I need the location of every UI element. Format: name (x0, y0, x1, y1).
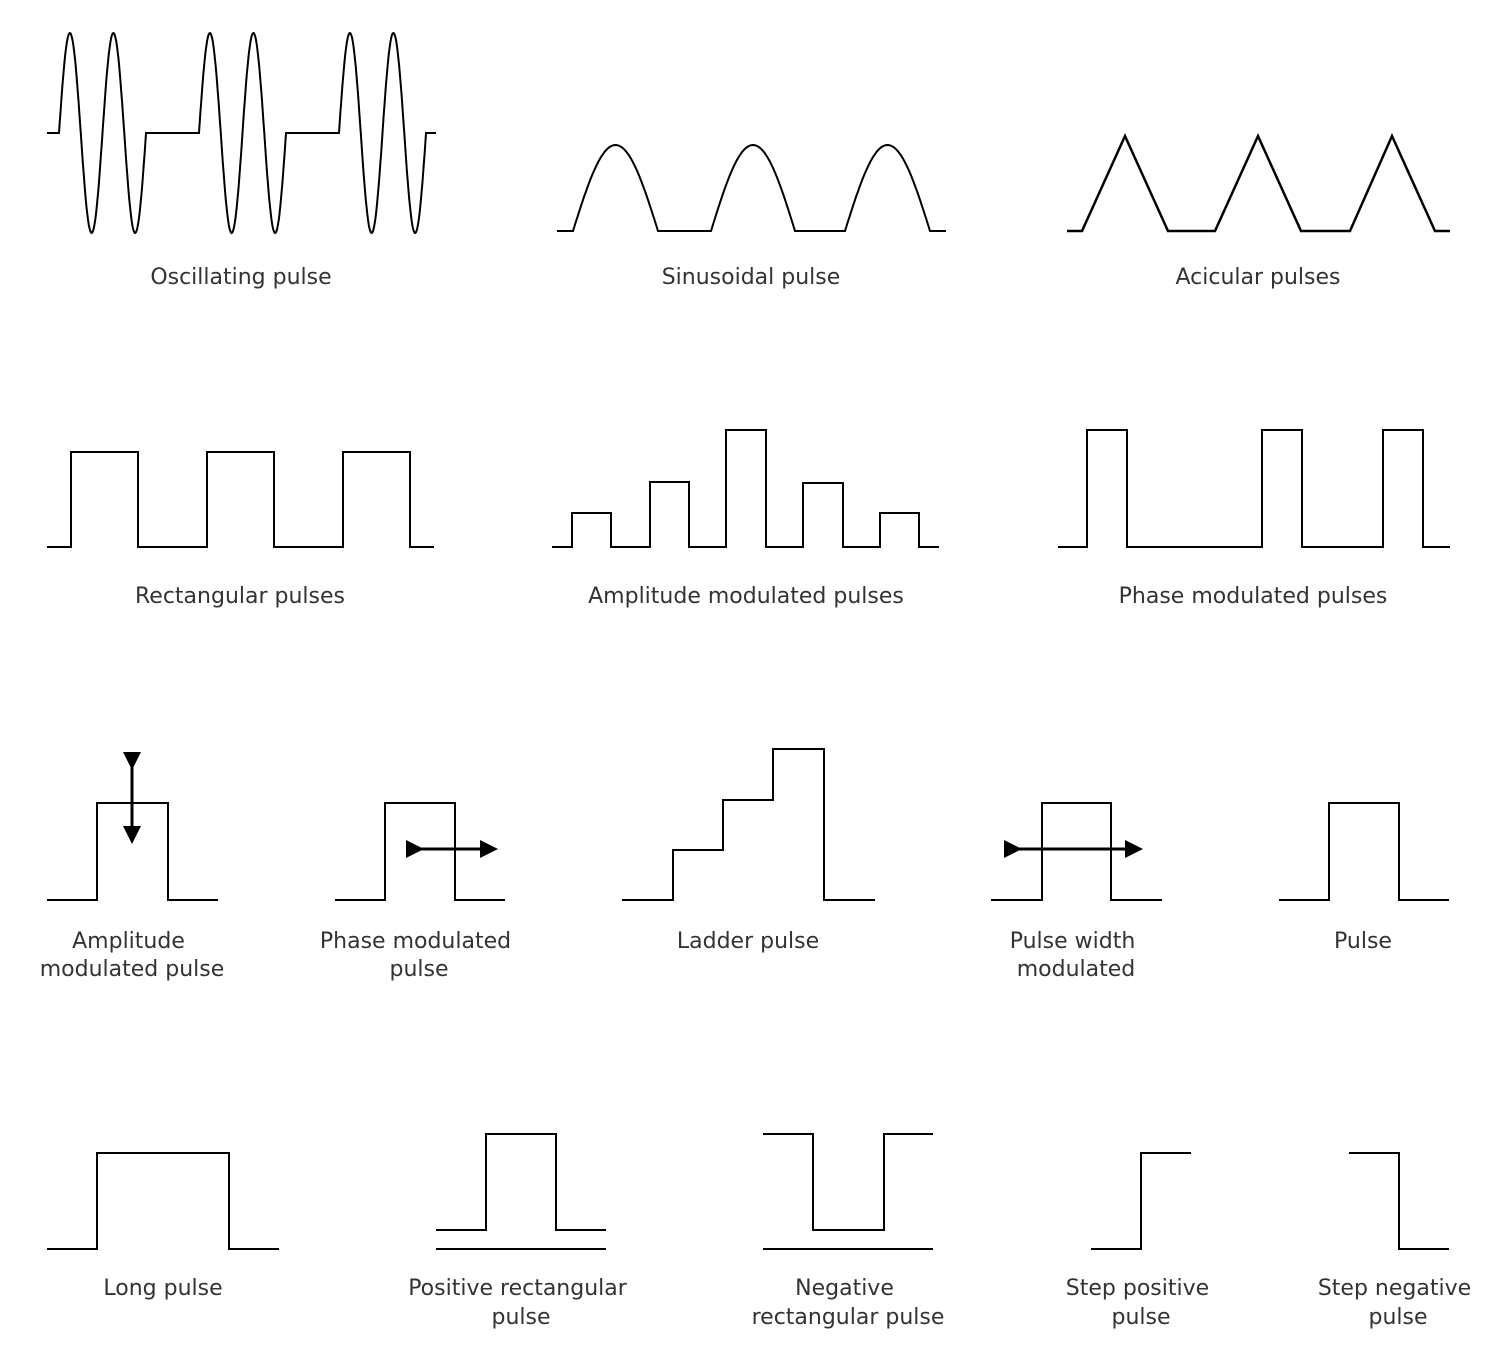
long-pulse-waveform (47, 1152, 279, 1250)
symbol-amplitude-modulated-pulse: Amplitude modulated pulse (40, 752, 225, 982)
sinusoidal-waveform (557, 143, 946, 232)
label: Rectangular pulses (135, 584, 345, 609)
step-down-waveform (1349, 1152, 1449, 1250)
symbol-oscillating-pulse: Oscillating pulse (47, 31, 436, 290)
symbol-step-negative-pulse: Step negative pulse (1318, 1152, 1478, 1330)
pm-pulses-waveform (1058, 429, 1450, 548)
label: Phase modulated pulse (320, 929, 518, 982)
symbol-positive-rectangular-pulse: Positive rectangular pulse (408, 1133, 634, 1330)
symbol-step-positive-pulse: Step positive pulse (1066, 1152, 1216, 1330)
symbol-long-pulse: Long pulse (47, 1152, 279, 1301)
symbol-pulse-width-modulated: Pulse width modulated (991, 802, 1162, 982)
symbol-negative-rectangular-pulse: Negative rectangular pulse (752, 1133, 945, 1330)
label: Positive rectangular pulse (408, 1276, 634, 1330)
label: Pulse width modulated (1010, 929, 1143, 982)
symbol-acicular-pulses: Acicular pulses (1067, 132, 1450, 290)
oscillating-waveform (47, 31, 436, 235)
label: Oscillating pulse (150, 265, 331, 290)
label: Ladder pulse (677, 929, 819, 954)
symbol-sinusoidal-pulse: Sinusoidal pulse (557, 143, 946, 290)
symbol-phase-modulated-pulse: Phase modulated pulse (320, 802, 518, 982)
pulse-waveform (763, 1133, 933, 1231)
pulse-waveform (991, 802, 1162, 901)
am-pulses-waveform (552, 429, 939, 548)
label: Long pulse (103, 1276, 222, 1301)
symbol-phase-modulated-pulses: Phase modulated pulses (1058, 429, 1450, 609)
rectangular-waveform (47, 451, 434, 548)
label: Pulse (1334, 929, 1392, 954)
label: Amplitude modulated pulses (588, 584, 904, 609)
ladder-waveform (622, 748, 875, 901)
label: Step negative pulse (1318, 1276, 1478, 1330)
label: Sinusoidal pulse (662, 265, 841, 290)
label: Negative rectangular pulse (752, 1276, 945, 1330)
symbol-ladder-pulse: Ladder pulse (622, 748, 875, 954)
label: Acicular pulses (1175, 265, 1340, 290)
acicular-waveform (1067, 132, 1450, 233)
pulse-waveform (436, 1133, 606, 1231)
symbol-pulse: Pulse (1279, 802, 1449, 954)
label: Amplitude modulated pulse (40, 929, 225, 982)
pulse-waveform (335, 802, 505, 901)
symbol-rectangular-pulses: Rectangular pulses (47, 451, 434, 609)
step-up-waveform (1091, 1152, 1191, 1250)
symbol-amplitude-modulated-pulses: Amplitude modulated pulses (552, 429, 939, 609)
pulse-waveform (1279, 802, 1449, 901)
label: Phase modulated pulses (1119, 584, 1388, 609)
label: Step positive pulse (1066, 1276, 1216, 1330)
